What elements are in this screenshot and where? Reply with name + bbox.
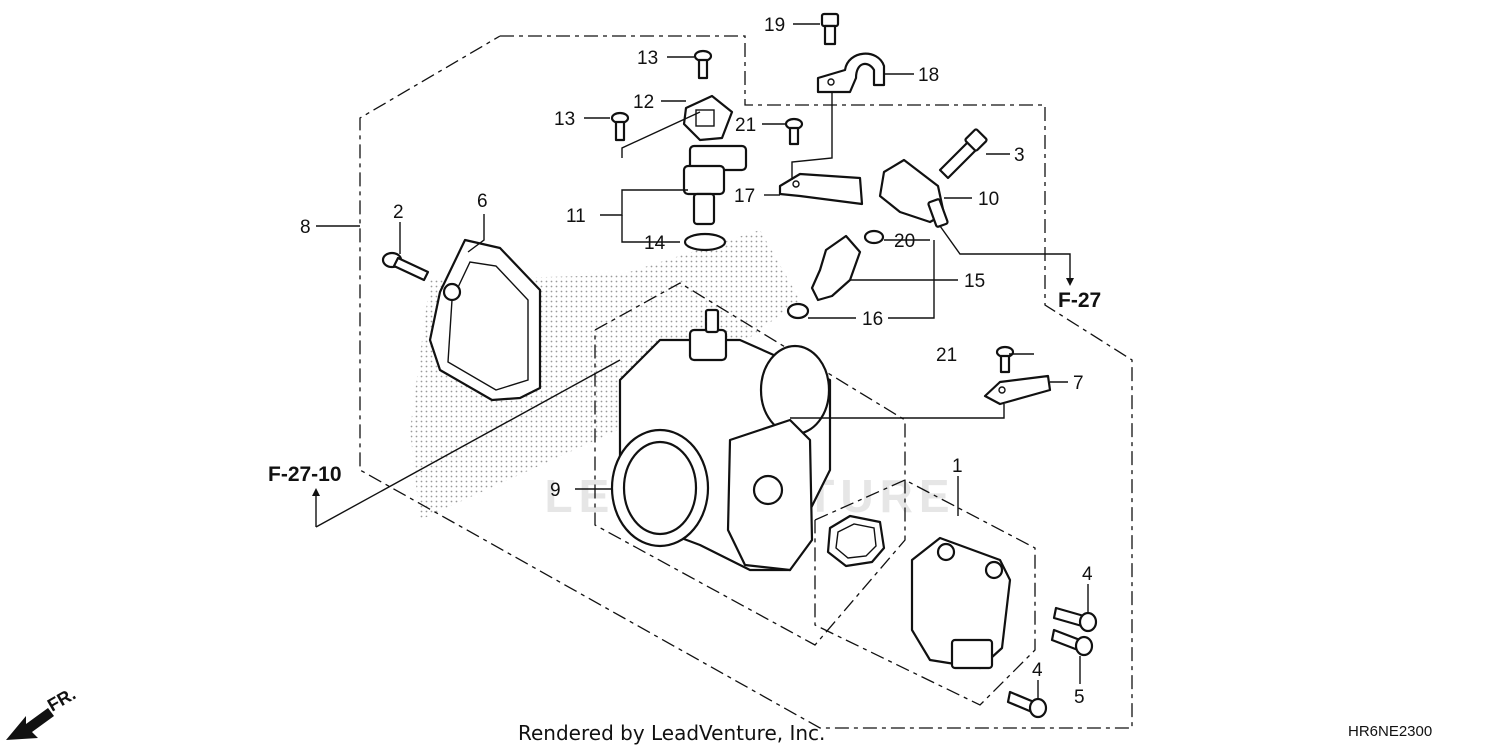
callout-5: 5 (1074, 687, 1085, 708)
callout-17: 17 (734, 186, 755, 207)
callout-4-upper: 4 (1082, 564, 1093, 585)
clamp-18 (816, 52, 886, 94)
bolt-3 (938, 128, 988, 180)
bolt-19 (820, 12, 840, 46)
plate-7 (983, 374, 1052, 406)
sensor-boundary (814, 479, 1036, 706)
throttle-body-9 (610, 308, 832, 572)
callout-8: 8 (300, 217, 311, 238)
callout-21-lower: 21 (936, 345, 957, 366)
callout-20: 20 (894, 231, 915, 252)
screw-21-lower (995, 345, 1015, 374)
callout-12: 12 (633, 92, 654, 113)
callout-6: 6 (477, 191, 488, 212)
screw-13-lower (610, 111, 630, 142)
bracket-12 (682, 94, 734, 142)
bolt-4-upper (1052, 606, 1098, 633)
callout-9: 9 (550, 480, 561, 501)
callout-1: 1 (952, 456, 963, 477)
callout-2: 2 (393, 202, 404, 223)
bolt-4-lower (1006, 690, 1048, 719)
o-ring-14 (683, 232, 727, 252)
plate-17 (778, 172, 864, 206)
callout-21-upper: 21 (735, 115, 756, 136)
gasket-1 (826, 514, 886, 568)
callout-13-upper: 13 (637, 48, 658, 69)
o-ring-20 (863, 229, 885, 245)
sensor-unit-1 (910, 536, 1012, 670)
callout-10: 10 (978, 189, 999, 210)
pipe-joint-10 (878, 158, 949, 228)
bolt-2 (381, 251, 430, 282)
callout-3: 3 (1014, 145, 1025, 166)
callout-14: 14 (644, 233, 666, 254)
callout-11: 11 (566, 206, 586, 227)
diagram-code: HR6NE2300 (1348, 723, 1432, 740)
callout-7: 7 (1073, 373, 1084, 394)
callout-4-lower: 4 (1032, 660, 1043, 681)
callout-16: 16 (862, 309, 883, 330)
leader-lines (312, 23, 1089, 698)
callout-18: 18 (918, 65, 939, 86)
assembly-boundary-8 (359, 35, 1133, 729)
injector-15 (810, 234, 862, 302)
ref-f27[interactable]: F-27 (1058, 289, 1101, 312)
footer-credit: Rendered by LeadVenture, Inc. (518, 721, 825, 745)
callout-13-lower: 13 (554, 109, 575, 130)
callout-19: 19 (764, 15, 785, 36)
bolt-5 (1050, 628, 1094, 657)
cover-6 (428, 238, 542, 402)
front-direction-arrow: FR. (6, 684, 79, 740)
seal-16 (786, 302, 810, 320)
sensor-11 (682, 144, 748, 226)
screw-21-upper (784, 117, 804, 146)
throttle-body-boundary (594, 282, 906, 646)
ref-f27-10[interactable]: F-27-10 (268, 463, 342, 486)
callout-15: 15 (964, 271, 985, 292)
screw-13-upper (693, 49, 713, 80)
